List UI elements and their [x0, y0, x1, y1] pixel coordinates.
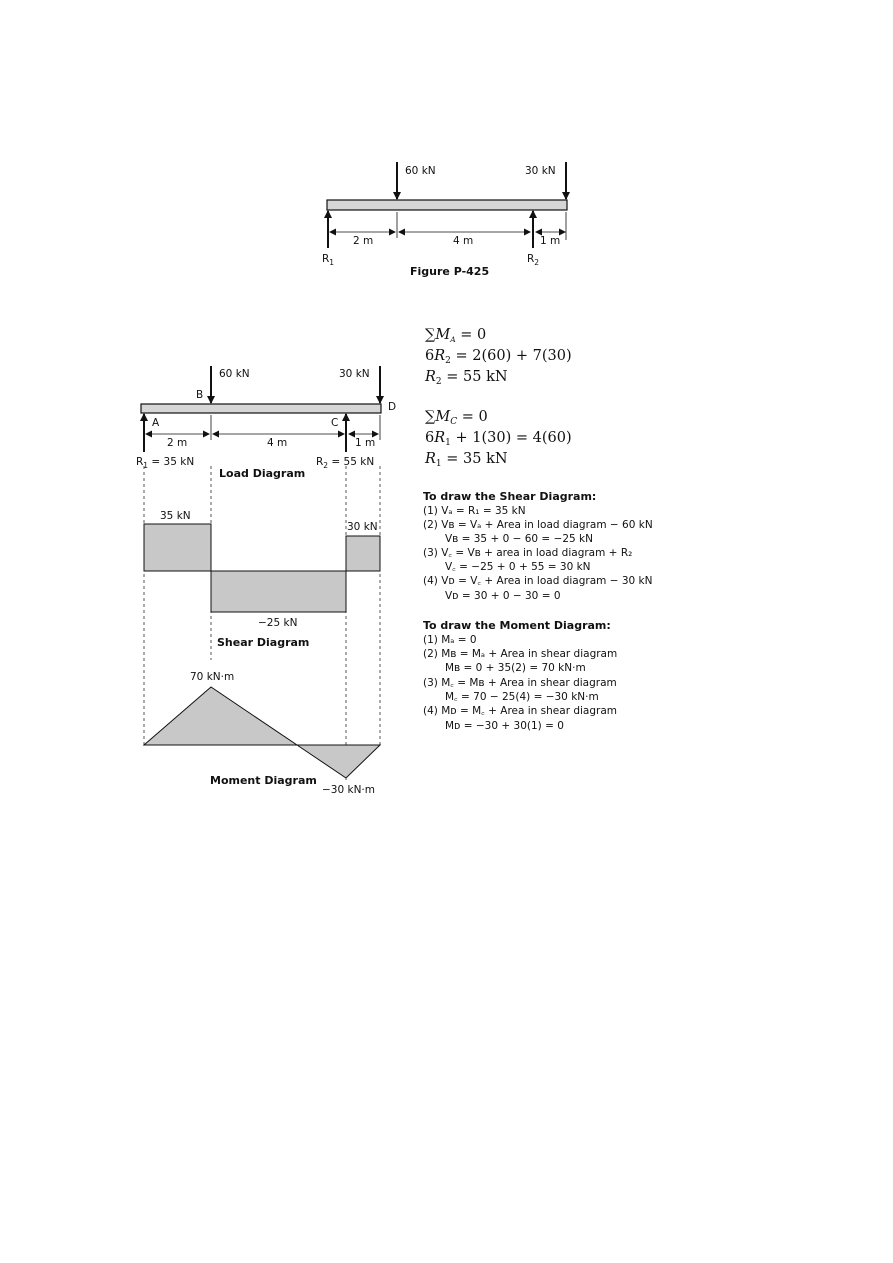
dim-label-2m: 2 m — [167, 437, 187, 449]
point-label-d: D — [388, 401, 396, 413]
shear-step-line: (4) Vᴅ = V꜀ + Area in load diagram − 30 … — [423, 575, 652, 587]
shear-step-line: (3) V꜀ = Vʙ + area in load diagram + R₂ — [423, 547, 632, 559]
moment-step-line: (3) M꜀ = Mʙ + Area in shear diagram — [423, 677, 617, 689]
shear-label-35kn: 35 kN — [160, 510, 191, 522]
point-label-c: C — [331, 417, 338, 429]
equation-6r2: 6R2 = 2(60) + 7(30) — [425, 348, 572, 366]
shear-steps: To draw the Shear Diagram: (1) Vₐ = R₁ =… — [423, 490, 653, 602]
moment-step-line: (1) Mₐ = 0 — [423, 634, 477, 646]
equation-sum-ma: ∑MA = 0 — [425, 327, 486, 344]
moment-label-min: −30 kN·m — [322, 784, 375, 796]
moment-steps: To draw the Moment Diagram: (1) Mₐ = 0 (… — [423, 619, 617, 732]
load-label-60kn: 60 kN — [405, 165, 436, 177]
load-label-30kn: 30 kN — [339, 368, 370, 380]
dim-label-1m: 1 m — [355, 437, 375, 449]
solution-diagrams: 60 kN 30 kN B D A C 2 m 4 m 1 m R1 = 35 … — [136, 366, 396, 796]
shear-label-neg25kn: −25 kN — [258, 617, 297, 629]
shear-block-bc — [210, 570, 347, 613]
moment-step-line: (4) Mᴅ = M꜀ + Area in shear diagram — [423, 705, 617, 717]
moment-label-max: 70 kN·m — [190, 671, 234, 683]
equation-r2-result: R2 = 55 kN — [424, 369, 508, 387]
reaction-label-r1: R1 — [322, 253, 334, 267]
moment-diagram-title: Moment Diagram — [210, 774, 317, 787]
shear-step-line: Vʙ = 35 + 0 − 60 = −25 kN — [445, 533, 593, 545]
moment-step-line: Mᴅ = −30 + 30(1) = 0 — [445, 720, 564, 732]
shear-block-ab — [143, 523, 212, 572]
load-label-30kn: 30 kN — [525, 165, 556, 177]
shear-steps-title: To draw the Shear Diagram: — [423, 490, 596, 503]
moment-negative-region — [295, 744, 382, 779]
moment-step-line: Mʙ = 0 + 35(2) = 70 kN·m — [445, 662, 586, 674]
shear-step-line: (1) Vₐ = R₁ = 35 kN — [423, 505, 526, 517]
shear-diagram-title: Shear Diagram — [217, 636, 309, 649]
dim-label-4m: 4 m — [267, 437, 287, 449]
beam-top — [326, 199, 568, 211]
figure-p425: 60 kN 30 kN R1 R2 2 m 4 m 1 m Figure P-4… — [322, 162, 570, 278]
point-label-a: A — [152, 417, 160, 429]
shear-step-line: Vᴅ = 30 + 0 − 30 = 0 — [445, 590, 561, 602]
shear-step-line: (2) Vʙ = Vₐ + Area in load diagram − 60 … — [423, 519, 653, 531]
load-label-60kn: 60 kN — [219, 368, 250, 380]
beam-load-diagram — [140, 403, 382, 414]
moment-positive-region — [142, 686, 299, 746]
moment-steps-title: To draw the Moment Diagram: — [423, 619, 611, 632]
equation-6r1: 6R1 + 1(30) = 4(60) — [425, 430, 572, 448]
reaction-value-r2: R2 = 55 kN — [316, 456, 374, 470]
shear-step-line: V꜀ = −25 + 0 + 55 = 30 kN — [445, 561, 591, 573]
equation-r1-result: R1 = 35 kN — [424, 451, 508, 469]
equation-sum-mc: ∑MC = 0 — [425, 409, 488, 427]
dim-label-2m: 2 m — [353, 235, 373, 247]
dim-label-4m: 4 m — [453, 235, 473, 247]
moment-step-line: (2) Mʙ = Mₐ + Area in shear diagram — [423, 648, 617, 660]
load-diagram-title: Load Diagram — [219, 467, 305, 480]
reaction-label-r2: R2 — [527, 253, 539, 267]
reaction-value-r1: R1 = 35 kN — [136, 456, 194, 470]
dim-label-1m: 1 m — [540, 235, 560, 247]
point-label-b: B — [196, 389, 203, 401]
shear-label-30kn: 30 kN — [347, 521, 378, 533]
figure-caption: Figure P-425 — [410, 265, 489, 278]
moment-step-line: M꜀ = 70 − 25(4) = −30 kN·m — [445, 691, 599, 703]
shear-block-cd — [345, 535, 381, 572]
equilibrium-equations: ∑MA = 0 6R2 = 2(60) + 7(30) R2 = 55 kN ∑… — [424, 327, 572, 469]
